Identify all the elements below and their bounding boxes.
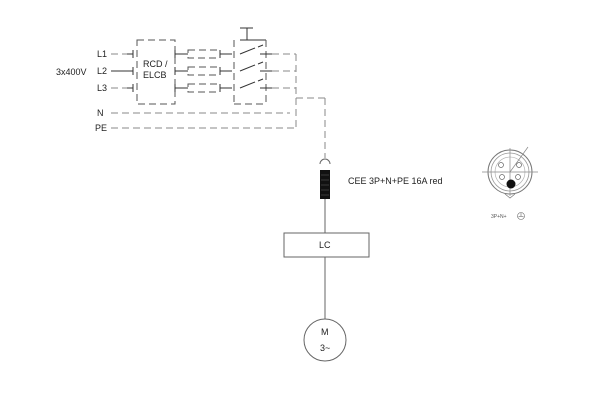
socket-caption: 3P+N+ (491, 214, 507, 220)
socket-face-icon (482, 146, 538, 199)
fuse-elements (174, 49, 232, 93)
supply-voltage-label: 3x400V (56, 67, 87, 77)
rcd-label-2: ELCB (143, 70, 167, 80)
controller-box (283, 232, 370, 258)
output-bus (111, 53, 326, 158)
phase-input-lines (111, 50, 134, 92)
neutral-label: N (97, 108, 104, 118)
plug-label: CEE 3P+N+PE 16A red (348, 176, 443, 186)
cee-plug (319, 158, 331, 233)
phase-l2-label: L2 (97, 66, 107, 76)
motor-phase-label: 3~ (320, 343, 330, 353)
controller-label: LC (319, 240, 331, 250)
motor-label: M (321, 327, 329, 337)
earth-icon (517, 212, 525, 220)
phase-l3-label: L3 (97, 83, 107, 93)
rcd-label: RCD / (143, 59, 168, 69)
phase-l1-label: L1 (97, 49, 107, 59)
main-switch (233, 27, 272, 105)
earth-label: PE (95, 123, 107, 133)
motor-symbol (303, 318, 347, 362)
